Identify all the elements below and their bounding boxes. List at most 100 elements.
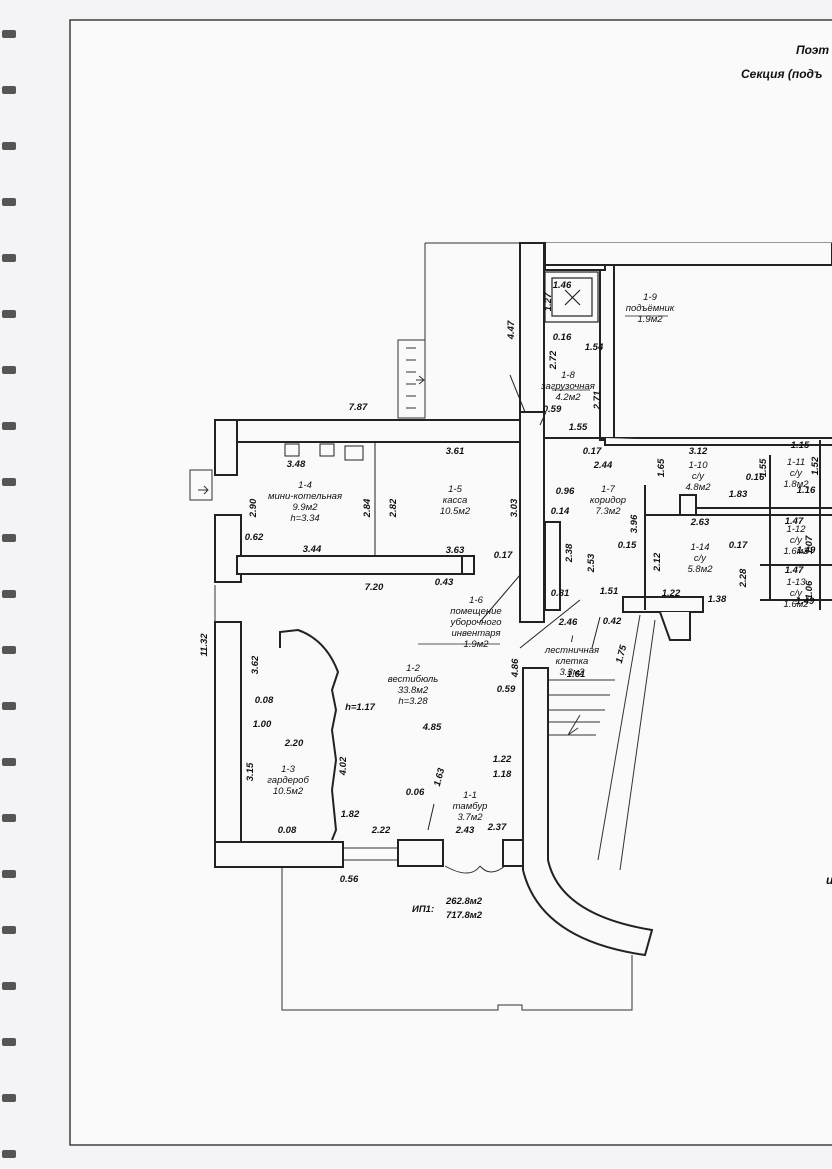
room-label: 1.9м2 bbox=[637, 314, 663, 325]
dimension-label: 1.49 bbox=[796, 596, 815, 607]
dimension-label: 2.44 bbox=[593, 460, 613, 471]
dimension-label: 1.63 bbox=[432, 766, 448, 787]
dimension-label: 1.52 bbox=[810, 456, 821, 475]
dimension-label: 1.22 bbox=[493, 754, 512, 765]
dimension-label: 1.54 bbox=[585, 342, 604, 353]
room-label: 1.9м2 bbox=[463, 639, 489, 650]
dimension-label: 0.56 bbox=[340, 874, 359, 885]
room-label: инвентаря bbox=[451, 628, 500, 639]
binding-ring bbox=[2, 254, 16, 262]
dimension-label: 3.44 bbox=[303, 544, 322, 555]
binding-ring bbox=[2, 534, 16, 542]
dimension-label: 1.46 bbox=[553, 280, 572, 291]
dimension-label: 0.62 bbox=[245, 532, 264, 543]
dimension-label: 3.48 bbox=[287, 459, 306, 470]
dimension-label: 3.63 bbox=[446, 545, 465, 556]
room-label: тамбур bbox=[453, 801, 488, 812]
totals-label: ИП1: bbox=[412, 904, 434, 915]
dimension-label: 1.51 bbox=[600, 586, 619, 597]
binding-ring bbox=[2, 758, 16, 766]
room-label: I bbox=[571, 634, 574, 645]
room-label: 9.9м2 bbox=[292, 502, 318, 513]
binding-ring bbox=[2, 982, 16, 990]
walls bbox=[214, 242, 832, 868]
room-label: с/у bbox=[790, 535, 803, 546]
dimension-label: 1.27 bbox=[543, 292, 554, 311]
sheet-frame bbox=[69, 19, 832, 1146]
binding-ring bbox=[2, 422, 16, 430]
dimension-label: 3.61 bbox=[446, 446, 465, 457]
room-label: 1-9 bbox=[643, 292, 657, 303]
binding-ring bbox=[2, 198, 16, 206]
dimension-label: 1.18 bbox=[493, 769, 512, 780]
dimension-label: 0.17 bbox=[494, 550, 513, 561]
binding-ring bbox=[2, 366, 16, 374]
room-label: с/у bbox=[790, 588, 803, 599]
dimension-label: 0.17 bbox=[729, 540, 748, 551]
dimension-label: 7.20 bbox=[365, 582, 384, 593]
binding-ring bbox=[2, 1038, 16, 1046]
floor-title: Поэт bbox=[796, 43, 829, 57]
section-title: Секция (подъ bbox=[741, 67, 822, 81]
dimension-label: 2.12 bbox=[652, 552, 663, 572]
dimension-label: h=1.17 bbox=[345, 702, 376, 713]
room-label: 1.6м2 bbox=[783, 546, 809, 557]
room-label: 1-11 bbox=[787, 457, 805, 468]
binding-ring bbox=[2, 310, 16, 318]
room-label: 1-5 bbox=[448, 484, 462, 495]
dimension-label: 2.71 bbox=[592, 391, 603, 411]
room-label: касса bbox=[443, 495, 468, 506]
room-label: вестибюль bbox=[388, 674, 439, 685]
dimension-label: 2.43 bbox=[455, 825, 475, 836]
dimension-label: 4.02 bbox=[338, 756, 349, 776]
dimension-label: 2.28 bbox=[738, 568, 749, 588]
room-label: 10.5м2 bbox=[440, 506, 471, 517]
room-label: помещение bbox=[450, 606, 501, 617]
dimension-label: 2.53 bbox=[586, 553, 597, 573]
room-label: 1-3 bbox=[281, 764, 295, 775]
room-label: 33.8м2 bbox=[398, 685, 429, 696]
dimension-label: 0.43 bbox=[435, 577, 454, 588]
room-label: 5.8м2 bbox=[687, 564, 713, 575]
binding-ring bbox=[2, 478, 16, 486]
dimension-label: 1.16 bbox=[797, 485, 816, 496]
dimension-label: 4.47 bbox=[506, 320, 517, 340]
dimension-label: 0.08 bbox=[255, 695, 274, 706]
room-label: 1.6м2 bbox=[783, 599, 809, 610]
room-label: уборочного bbox=[449, 617, 501, 628]
fixtures bbox=[284, 442, 376, 556]
room-label: 1-14 bbox=[690, 542, 709, 553]
dimension-label: 0.06 bbox=[406, 787, 425, 798]
room-label: с/у bbox=[692, 471, 705, 482]
dimension-label: 0.15 bbox=[618, 540, 637, 551]
binding-ring bbox=[2, 926, 16, 934]
dimension-label: 0.81 bbox=[551, 588, 570, 599]
dimension-label: 1.47 bbox=[785, 516, 804, 527]
dimension-label: 2.63 bbox=[690, 517, 710, 528]
binding-ring bbox=[2, 30, 16, 38]
room-label: загрузочная bbox=[540, 381, 595, 392]
room-label: лестничная bbox=[544, 645, 599, 656]
dimension-label: 4.85 bbox=[422, 722, 442, 733]
dimension-label: 1.22 bbox=[662, 588, 681, 599]
dimension-label: 1.49 bbox=[797, 545, 816, 556]
room-label: 7.3м2 bbox=[595, 506, 621, 517]
room-label: h=3.28 bbox=[398, 696, 428, 707]
dimension-label: 4.86 bbox=[510, 658, 521, 678]
room-label: с/у bbox=[790, 468, 803, 479]
dimension-label: 1.75 bbox=[614, 643, 630, 664]
dimension-label: 2.82 bbox=[388, 498, 399, 518]
room-label: 4.2м2 bbox=[555, 392, 581, 403]
binding-ring bbox=[2, 590, 16, 598]
room-label: мини-котельная bbox=[268, 491, 342, 502]
room-label: клетка bbox=[556, 656, 589, 667]
dimension-label: 0.59 bbox=[497, 684, 516, 695]
binding-ring bbox=[2, 86, 16, 94]
room-label: 10.5м2 bbox=[273, 786, 304, 797]
dimension-label: 2.37 bbox=[487, 822, 507, 833]
dimension-label: 0.16 bbox=[746, 472, 765, 483]
spiral-binding bbox=[2, 30, 16, 1158]
room-label: h=3.34 bbox=[290, 513, 319, 524]
room-label: гардероб bbox=[267, 775, 309, 786]
